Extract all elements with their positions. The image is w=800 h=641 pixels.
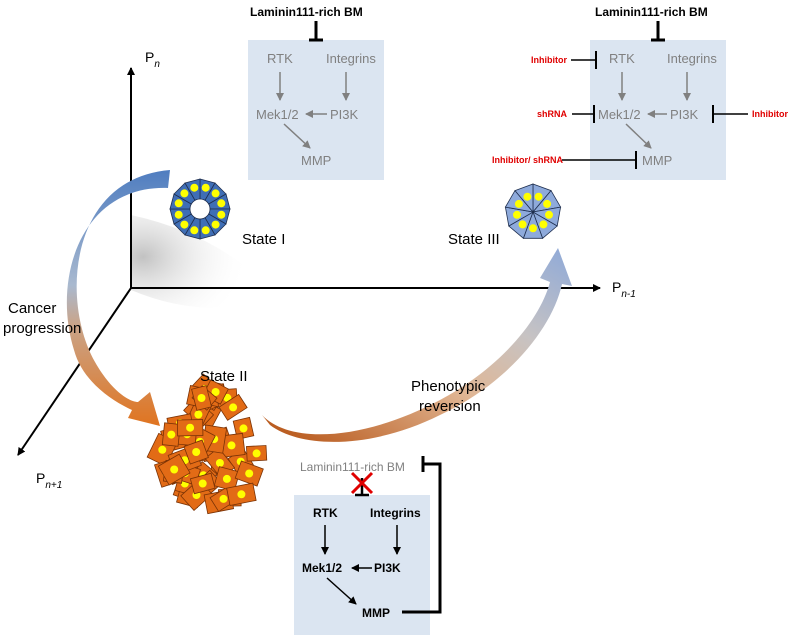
state-3-label: State III bbox=[448, 231, 500, 248]
state-3-nucleus bbox=[523, 192, 532, 201]
phenotypic-reversion-label-2: reversion bbox=[419, 398, 481, 415]
state-3-nucleus bbox=[513, 210, 521, 219]
pathway-top-right: Laminin111-rich BM RTK Integrins Mek1/2 … bbox=[492, 5, 788, 180]
top-right-mmp: MMP bbox=[642, 153, 672, 168]
top-right-pi3k: PI3K bbox=[670, 107, 699, 122]
state-1-nucleus bbox=[201, 226, 210, 235]
feedback-bracket bbox=[402, 462, 442, 614]
top-left-bm-label: Laminin111-rich BM bbox=[250, 5, 363, 19]
cancer-progression-label-2: progression bbox=[3, 320, 81, 337]
phenotypic-reversion-arrow bbox=[262, 248, 572, 442]
state-2-nucleus bbox=[252, 449, 261, 458]
state-2-nucleus bbox=[192, 448, 201, 456]
pathway-top-left: Laminin111-rich BM RTK Integrins Mek1/2 … bbox=[248, 5, 384, 180]
pathway-top-left-box bbox=[248, 40, 384, 180]
state-3-nucleus bbox=[529, 224, 537, 233]
state-2-nucleus bbox=[198, 479, 207, 488]
shrna-mek-label: shRNA bbox=[537, 109, 568, 119]
state-1-nucleus bbox=[211, 189, 220, 198]
state-2-nucleus bbox=[194, 410, 203, 419]
phenotypic-reversion-label-1: Phenotypic bbox=[411, 378, 486, 395]
state-2-nucleus bbox=[239, 424, 248, 433]
pathway-bottom: Laminin111-rich BM RTK Integrins Mek1/2 … bbox=[294, 456, 442, 635]
state-1-nucleus bbox=[190, 183, 199, 192]
inhibitor-rtk-label: Inhibitor bbox=[531, 55, 567, 65]
top-right-integrins: Integrins bbox=[667, 51, 717, 66]
state-2-nucleus bbox=[237, 490, 246, 499]
top-right-arrow-mek-mmp bbox=[625, 123, 652, 149]
state-3-nucleus bbox=[518, 220, 527, 229]
state-1-nucleus bbox=[180, 189, 189, 198]
top-right-rtk: RTK bbox=[609, 51, 635, 66]
state-1-nucleus bbox=[217, 210, 226, 219]
top-left-integrins: Integrins bbox=[326, 51, 376, 66]
state-1-nucleus bbox=[201, 183, 210, 192]
state-3-nucleus bbox=[534, 192, 543, 201]
state-1-nucleus bbox=[174, 210, 183, 219]
state-2-nucleus bbox=[245, 469, 254, 478]
state-1-acinus bbox=[169, 178, 231, 240]
state-3-nucleus bbox=[514, 199, 523, 208]
axis-pn+1-label: Pn+1 bbox=[36, 470, 62, 491]
top-left-mmp: MMP bbox=[301, 153, 331, 168]
state-3-acinus bbox=[504, 183, 562, 239]
top-right-bm-label: Laminin111-rich BM bbox=[595, 5, 708, 19]
state-3-nucleus bbox=[543, 199, 552, 208]
state-2-cluster bbox=[146, 373, 268, 515]
axis-pn-1-label: Pn-1 bbox=[612, 279, 636, 300]
cancer-progression-arrow bbox=[66, 170, 170, 426]
state-2-nucleus bbox=[223, 393, 232, 402]
bottom-arrow-mek-mmp bbox=[326, 577, 357, 605]
state-1-label: State I bbox=[242, 231, 285, 248]
bottom-integrins: Integrins bbox=[370, 506, 421, 520]
state-2-nucleus bbox=[229, 403, 238, 412]
state-2-nucleus bbox=[215, 459, 224, 467]
state-1-nucleus bbox=[217, 199, 226, 208]
origin-shading bbox=[131, 215, 250, 308]
state-1-nucleus bbox=[190, 226, 199, 235]
axis-pn-label: Pn bbox=[145, 49, 160, 70]
inhibitor-shrna-mmp-label: Inhibitor/ shRNA bbox=[492, 155, 563, 165]
state-1-lumen bbox=[189, 198, 211, 220]
top-left-mek: Mek1/2 bbox=[256, 107, 299, 122]
top-left-rtk: RTK bbox=[267, 51, 293, 66]
state-2-nucleus bbox=[170, 465, 179, 474]
top-right-mek: Mek1/2 bbox=[598, 107, 641, 122]
state-2-nucleus bbox=[222, 474, 231, 483]
inhibitor-pi3k-label: Inhibitor bbox=[752, 109, 788, 119]
state-3-nucleus bbox=[539, 220, 548, 229]
blocked-x-icon bbox=[350, 471, 374, 495]
bottom-bm-label: Laminin111-rich BM bbox=[300, 460, 405, 474]
top-left-arrow-mek-mmp bbox=[283, 123, 311, 149]
state-2-nucleus bbox=[227, 441, 236, 450]
bottom-mek: Mek1/2 bbox=[302, 561, 342, 575]
state-3-nucleus bbox=[545, 210, 553, 219]
axis-pn+1-line bbox=[17, 287, 132, 456]
bottom-mmp: MMP bbox=[362, 606, 390, 620]
state-1-nucleus bbox=[211, 220, 220, 229]
cancer-progression-label-1: Cancer bbox=[8, 300, 56, 317]
state-1-nucleus bbox=[180, 220, 189, 229]
state-2-nucleus bbox=[211, 388, 220, 396]
state-2-nucleus bbox=[167, 430, 176, 439]
axes: Pn Pn-1 Pn+1 bbox=[17, 49, 636, 491]
top-left-pi3k: PI3K bbox=[330, 107, 359, 122]
state-2-nucleus bbox=[197, 394, 206, 402]
state-2-nucleus bbox=[219, 494, 228, 503]
state-2-label: State II bbox=[200, 368, 248, 385]
state-2-nucleus bbox=[158, 445, 167, 454]
state-1-nucleus bbox=[174, 199, 183, 208]
bottom-pi3k: PI3K bbox=[374, 561, 401, 575]
state-2-nucleus bbox=[186, 423, 195, 432]
bottom-rtk: RTK bbox=[313, 506, 338, 520]
pathway-top-right-box bbox=[590, 40, 726, 180]
